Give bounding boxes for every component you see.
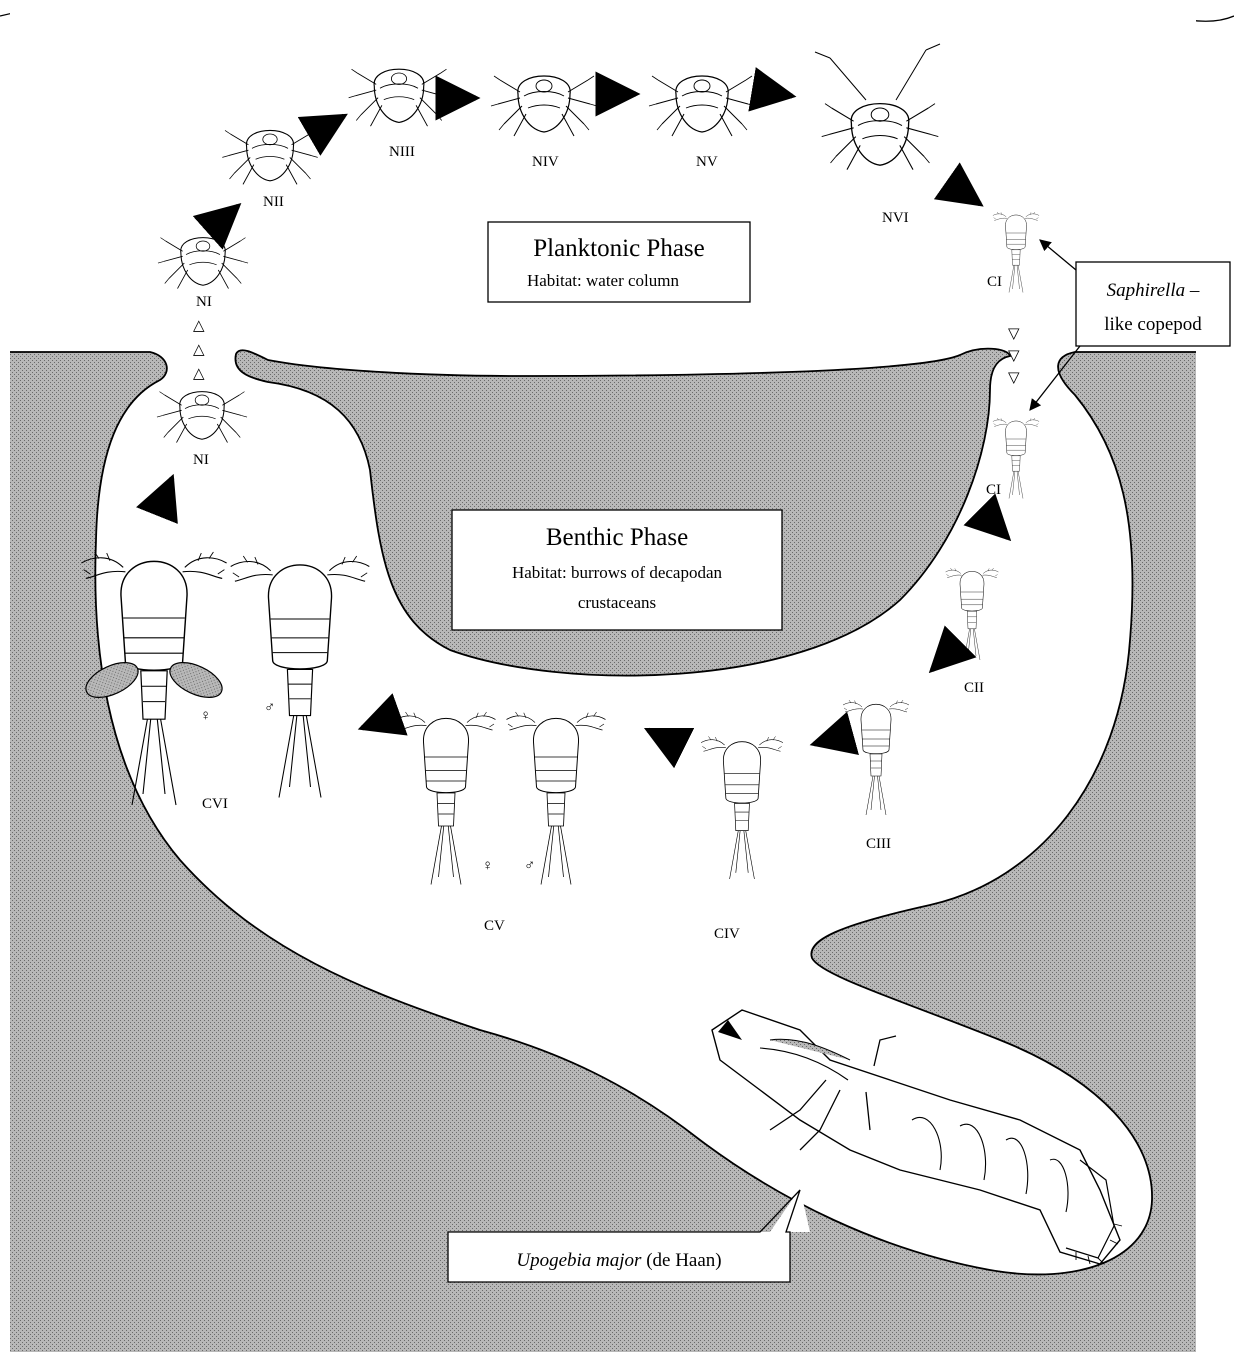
molt-up-2: △ <box>193 342 205 358</box>
cvi-male-symbol: ♂ <box>264 700 275 716</box>
label-niii: NIII <box>389 144 415 160</box>
label-ni-top: NI <box>196 294 212 310</box>
upogebia-label: Upogebia major (de Haan) <box>516 1250 721 1271</box>
label-nvi: NVI <box>882 210 909 226</box>
cv-male-symbol: ♂ <box>524 858 535 874</box>
benthic-phase-habitat-2: crustaceans <box>578 593 656 612</box>
cv-female-symbol: ♀ <box>482 858 493 874</box>
molt-down-2: ▽ <box>1008 348 1020 364</box>
molt-up-3: △ <box>193 366 205 382</box>
label-niv: NIV <box>532 154 559 170</box>
label-cvi: CVI <box>202 796 228 812</box>
label-cv: CV <box>484 918 505 934</box>
label-ni-bottom: NI <box>193 452 209 468</box>
planktonic-phase-title: Planktonic Phase <box>533 235 705 262</box>
label-nv: NV <box>696 154 718 170</box>
label-ci-bottom: CI <box>986 482 1001 498</box>
label-ci-top: CI <box>987 274 1002 290</box>
label-cii: CII <box>964 680 984 696</box>
benthic-phase-title: Benthic Phase <box>546 524 688 551</box>
cvi-female-symbol: ♀ <box>200 708 211 724</box>
label-nii: NII <box>263 194 284 210</box>
label-civ: CIV <box>714 926 740 942</box>
benthic-phase-habitat-1: Habitat: burrows of decapodan <box>512 563 723 582</box>
saphirella-line-2: like copepod <box>1104 314 1202 335</box>
label-ciii: CIII <box>866 836 891 852</box>
molt-down-3: ▽ <box>1008 370 1020 386</box>
saphirella-line-1: Saphirella – <box>1107 280 1200 301</box>
planktonic-phase-habitat: Habitat: water column <box>527 271 680 290</box>
molt-down-1: ▽ <box>1008 326 1020 342</box>
planktonic-phase-box <box>488 222 750 302</box>
molt-up-1: △ <box>193 318 205 334</box>
